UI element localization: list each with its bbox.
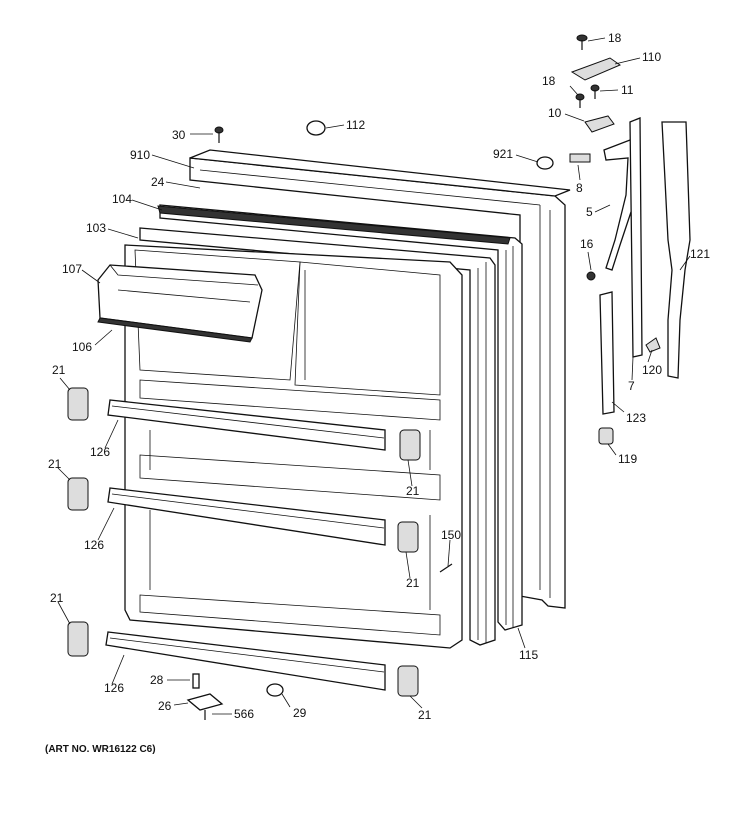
callout-21: 21 <box>406 576 420 590</box>
callout-21: 21 <box>406 484 420 498</box>
door-shelf-bars <box>105 399 386 691</box>
handle-assembly <box>599 117 691 415</box>
callout-26: 26 <box>158 699 172 713</box>
callout-21: 21 <box>418 708 432 722</box>
callout-5: 5 <box>586 205 593 219</box>
callout-119: 119 <box>618 452 637 466</box>
outer-door-panel <box>189 149 571 609</box>
door-gasket <box>157 204 523 631</box>
callout-106: 106 <box>72 340 92 354</box>
callout-121: 121 <box>690 247 710 261</box>
callout-labels: 18 110 18 11 10 30 112 921 910 8 24 104 … <box>48 31 710 722</box>
callout-123: 123 <box>626 411 646 425</box>
door-liner <box>139 227 496 646</box>
callout-21: 21 <box>50 591 64 605</box>
callout-112: 112 <box>346 118 365 132</box>
callout-566: 566 <box>234 707 254 721</box>
dairy-door <box>97 264 263 343</box>
leader-lines <box>57 37 691 715</box>
shelf-end-caps <box>67 387 421 697</box>
callout-8: 8 <box>576 181 583 195</box>
callout-29: 29 <box>293 706 307 720</box>
callout-910: 910 <box>130 148 150 162</box>
callout-18: 18 <box>542 74 556 88</box>
callout-120: 120 <box>642 363 662 377</box>
callout-103: 103 <box>86 221 106 235</box>
callout-16: 16 <box>580 237 594 251</box>
callout-30: 30 <box>172 128 186 142</box>
callout-7: 7 <box>628 379 635 393</box>
callout-115: 115 <box>519 648 538 662</box>
callout-21: 21 <box>52 363 66 377</box>
callout-126: 126 <box>84 538 104 552</box>
callout-28: 28 <box>150 673 164 687</box>
callout-11: 11 <box>621 83 634 97</box>
callout-126: 126 <box>90 445 110 459</box>
callout-18: 18 <box>608 31 622 45</box>
callout-21: 21 <box>48 457 62 471</box>
callout-24: 24 <box>151 175 165 189</box>
inner-liner <box>124 244 463 649</box>
callout-107: 107 <box>62 262 82 276</box>
callout-126: 126 <box>104 681 124 695</box>
hardware-parts <box>186 34 661 720</box>
art-number-caption: (ART NO. WR16122 C6) <box>45 744 156 755</box>
callout-104: 104 <box>112 192 132 206</box>
callout-10: 10 <box>548 106 562 120</box>
callout-110: 110 <box>642 50 661 64</box>
callout-150: 150 <box>441 528 461 542</box>
callout-921: 921 <box>493 147 513 161</box>
